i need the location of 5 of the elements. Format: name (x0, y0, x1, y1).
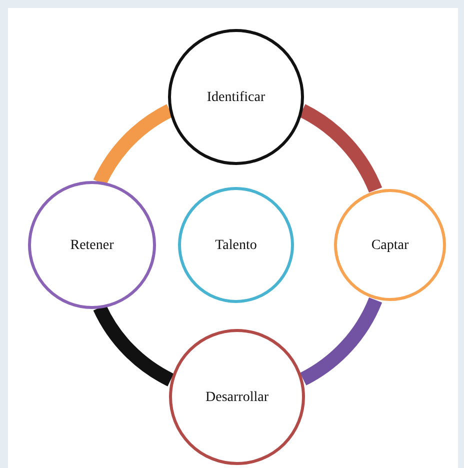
node-label: Desarrollar (206, 388, 268, 406)
node-label: Talento (215, 236, 257, 254)
node-label: Captar (371, 236, 409, 254)
node-label: Identificar (206, 88, 266, 106)
node-label: Retener (70, 236, 114, 254)
